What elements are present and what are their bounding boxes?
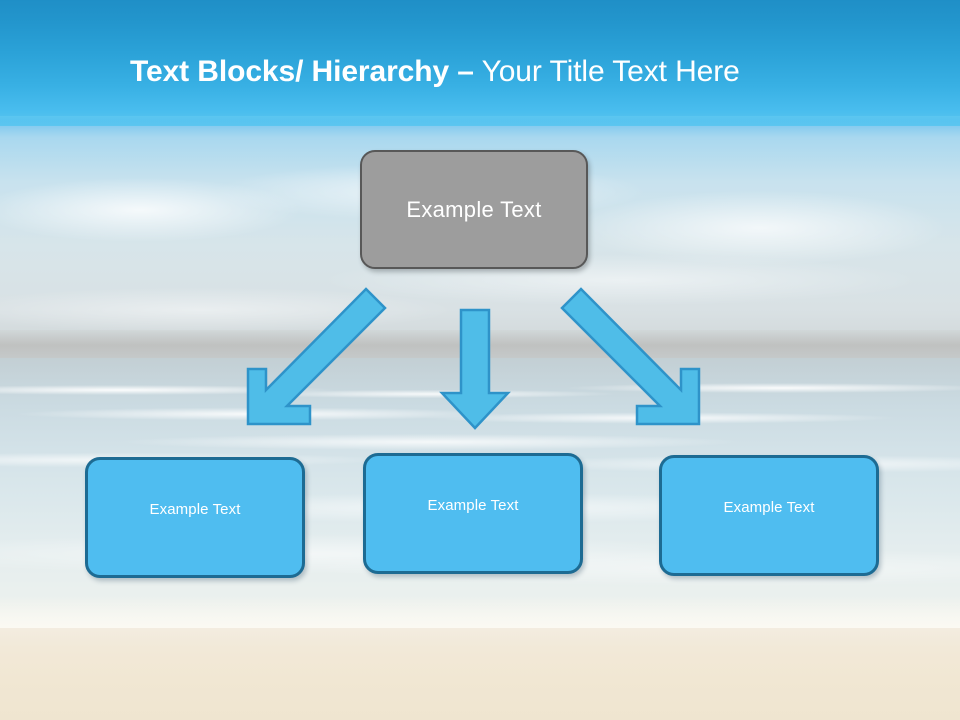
node-root-label: Example Text <box>406 196 542 222</box>
node-child-1[interactable]: Example Text <box>85 457 305 578</box>
page-title: Text Blocks/ Hierarchy – Your Title Text… <box>130 52 890 92</box>
node-child-3[interactable]: Example Text <box>659 455 879 576</box>
background-sand <box>0 628 960 720</box>
node-root[interactable]: Example Text <box>360 150 588 269</box>
title-band <box>0 0 960 126</box>
page-title-bold: Text Blocks/ Hierarchy – <box>130 55 474 88</box>
node-child-2-label: Example Text <box>427 497 519 514</box>
node-child-3-label: Example Text <box>723 499 815 516</box>
node-child-1-label: Example Text <box>149 501 241 518</box>
node-child-2[interactable]: Example Text <box>363 453 583 574</box>
page-title-light: Your Title Text Here <box>473 55 740 88</box>
